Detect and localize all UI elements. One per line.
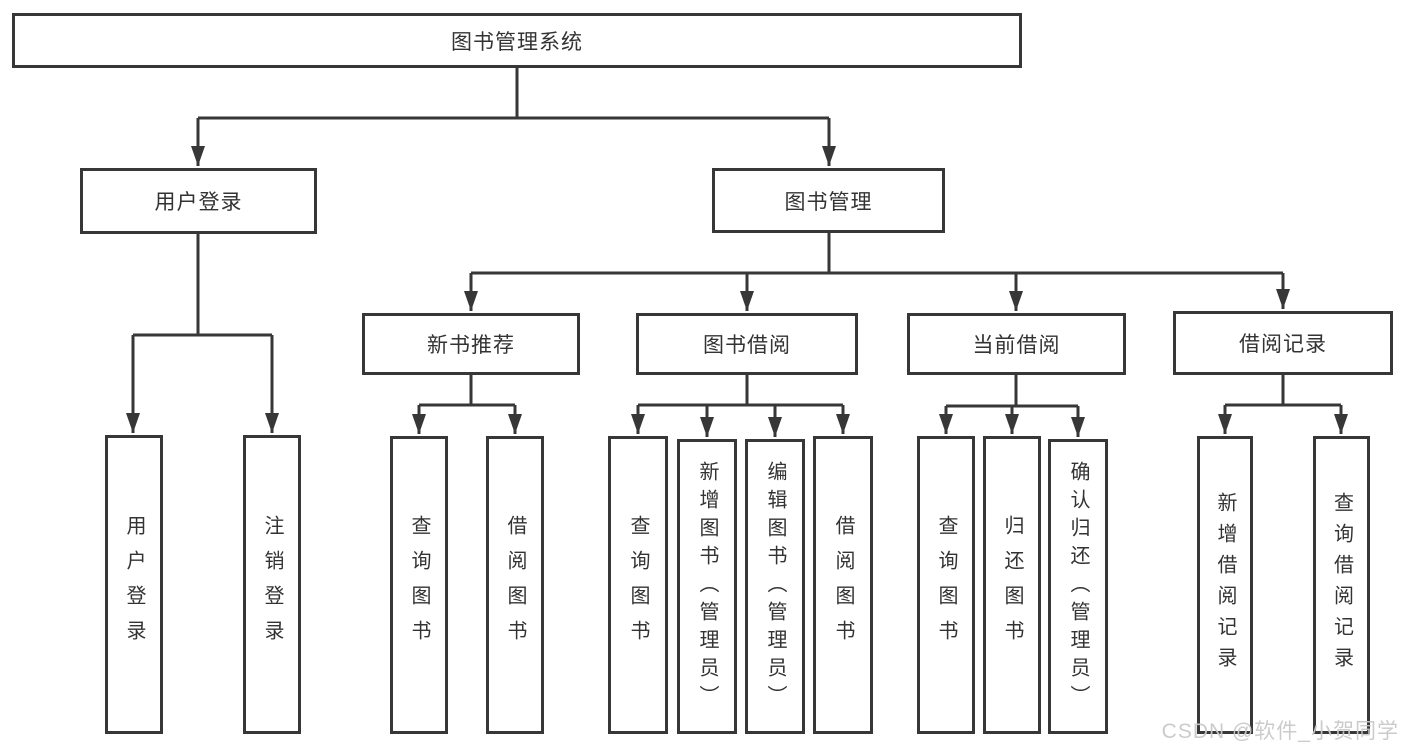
leaf-br-add-record-label: 新增借阅记录 (1214, 492, 1236, 678)
leaf-nbr-query-books: 查询图书 (390, 436, 448, 734)
arrow-segments (126, 118, 1348, 437)
node-book-management: 图书管理 (712, 168, 945, 233)
node-root: 图书管理系统 (12, 13, 1022, 68)
leaf-bb-edit-books-admin-label: 编辑图书（管理员） (764, 460, 786, 713)
node-book-borrow-label: 图书借阅 (703, 334, 791, 357)
node-borrow-records: 借阅记录 (1173, 311, 1393, 375)
leaf-nbr-borrow-books-label: 借阅图书 (504, 515, 526, 655)
leaf-nbr-query-books-label: 查询图书 (408, 515, 430, 655)
node-book-management-label: 图书管理 (784, 190, 873, 214)
leaf-br-query-record-label: 查询借阅记录 (1330, 492, 1353, 678)
leaf-user-login: 用户登录 (105, 435, 163, 734)
leaf-cb-return-books: 归还图书 (983, 436, 1041, 734)
node-root-label: 图书管理系统 (451, 30, 583, 54)
leaf-br-add-record: 新增借阅记录 (1197, 436, 1253, 734)
leaf-bb-borrow-books: 借阅图书 (813, 436, 873, 734)
node-current-borrow-label: 当前借阅 (972, 334, 1061, 357)
leaf-bb-query-books-label: 查询图书 (627, 515, 649, 655)
node-user-login-label: 用户登录 (154, 191, 243, 214)
leaf-br-query-record: 查询借阅记录 (1313, 436, 1370, 734)
node-new-book-recommend-label: 新书推荐 (427, 334, 515, 357)
connector-segments (133, 68, 1341, 408)
leaf-cb-return-books-label: 归还图书 (1001, 515, 1023, 655)
csdn-watermark: CSDN @软件_小贺同学 (1161, 720, 1399, 743)
leaf-nbr-borrow-books: 借阅图书 (486, 436, 544, 734)
leaf-cb-query-books: 查询图书 (917, 436, 975, 734)
leaf-bb-borrow-books-label: 借阅图书 (832, 515, 854, 655)
leaf-bb-add-books-admin: 新增图书（管理员） (677, 439, 737, 734)
node-current-borrow: 当前借阅 (907, 313, 1126, 375)
leaf-logout-login-label: 注销登录 (261, 514, 283, 655)
leaf-cb-confirm-return-admin-label: 确认归还（管理员） (1067, 460, 1089, 713)
leaf-bb-edit-books-admin: 编辑图书（管理员） (745, 439, 805, 734)
leaf-cb-query-books-label: 查询图书 (935, 515, 957, 655)
node-book-borrow: 图书借阅 (636, 313, 858, 375)
leaf-user-login-label: 用户登录 (123, 514, 145, 655)
node-new-book-recommend: 新书推荐 (362, 313, 580, 375)
node-user-login: 用户登录 (80, 168, 317, 234)
leaf-bb-add-books-admin-label: 新增图书（管理员） (696, 460, 718, 713)
leaf-cb-confirm-return-admin: 确认归还（管理员） (1048, 439, 1108, 734)
leaf-logout-login: 注销登录 (243, 435, 301, 734)
leaf-bb-query-books: 查询图书 (608, 436, 668, 734)
node-borrow-records-label: 借阅记录 (1239, 333, 1327, 356)
